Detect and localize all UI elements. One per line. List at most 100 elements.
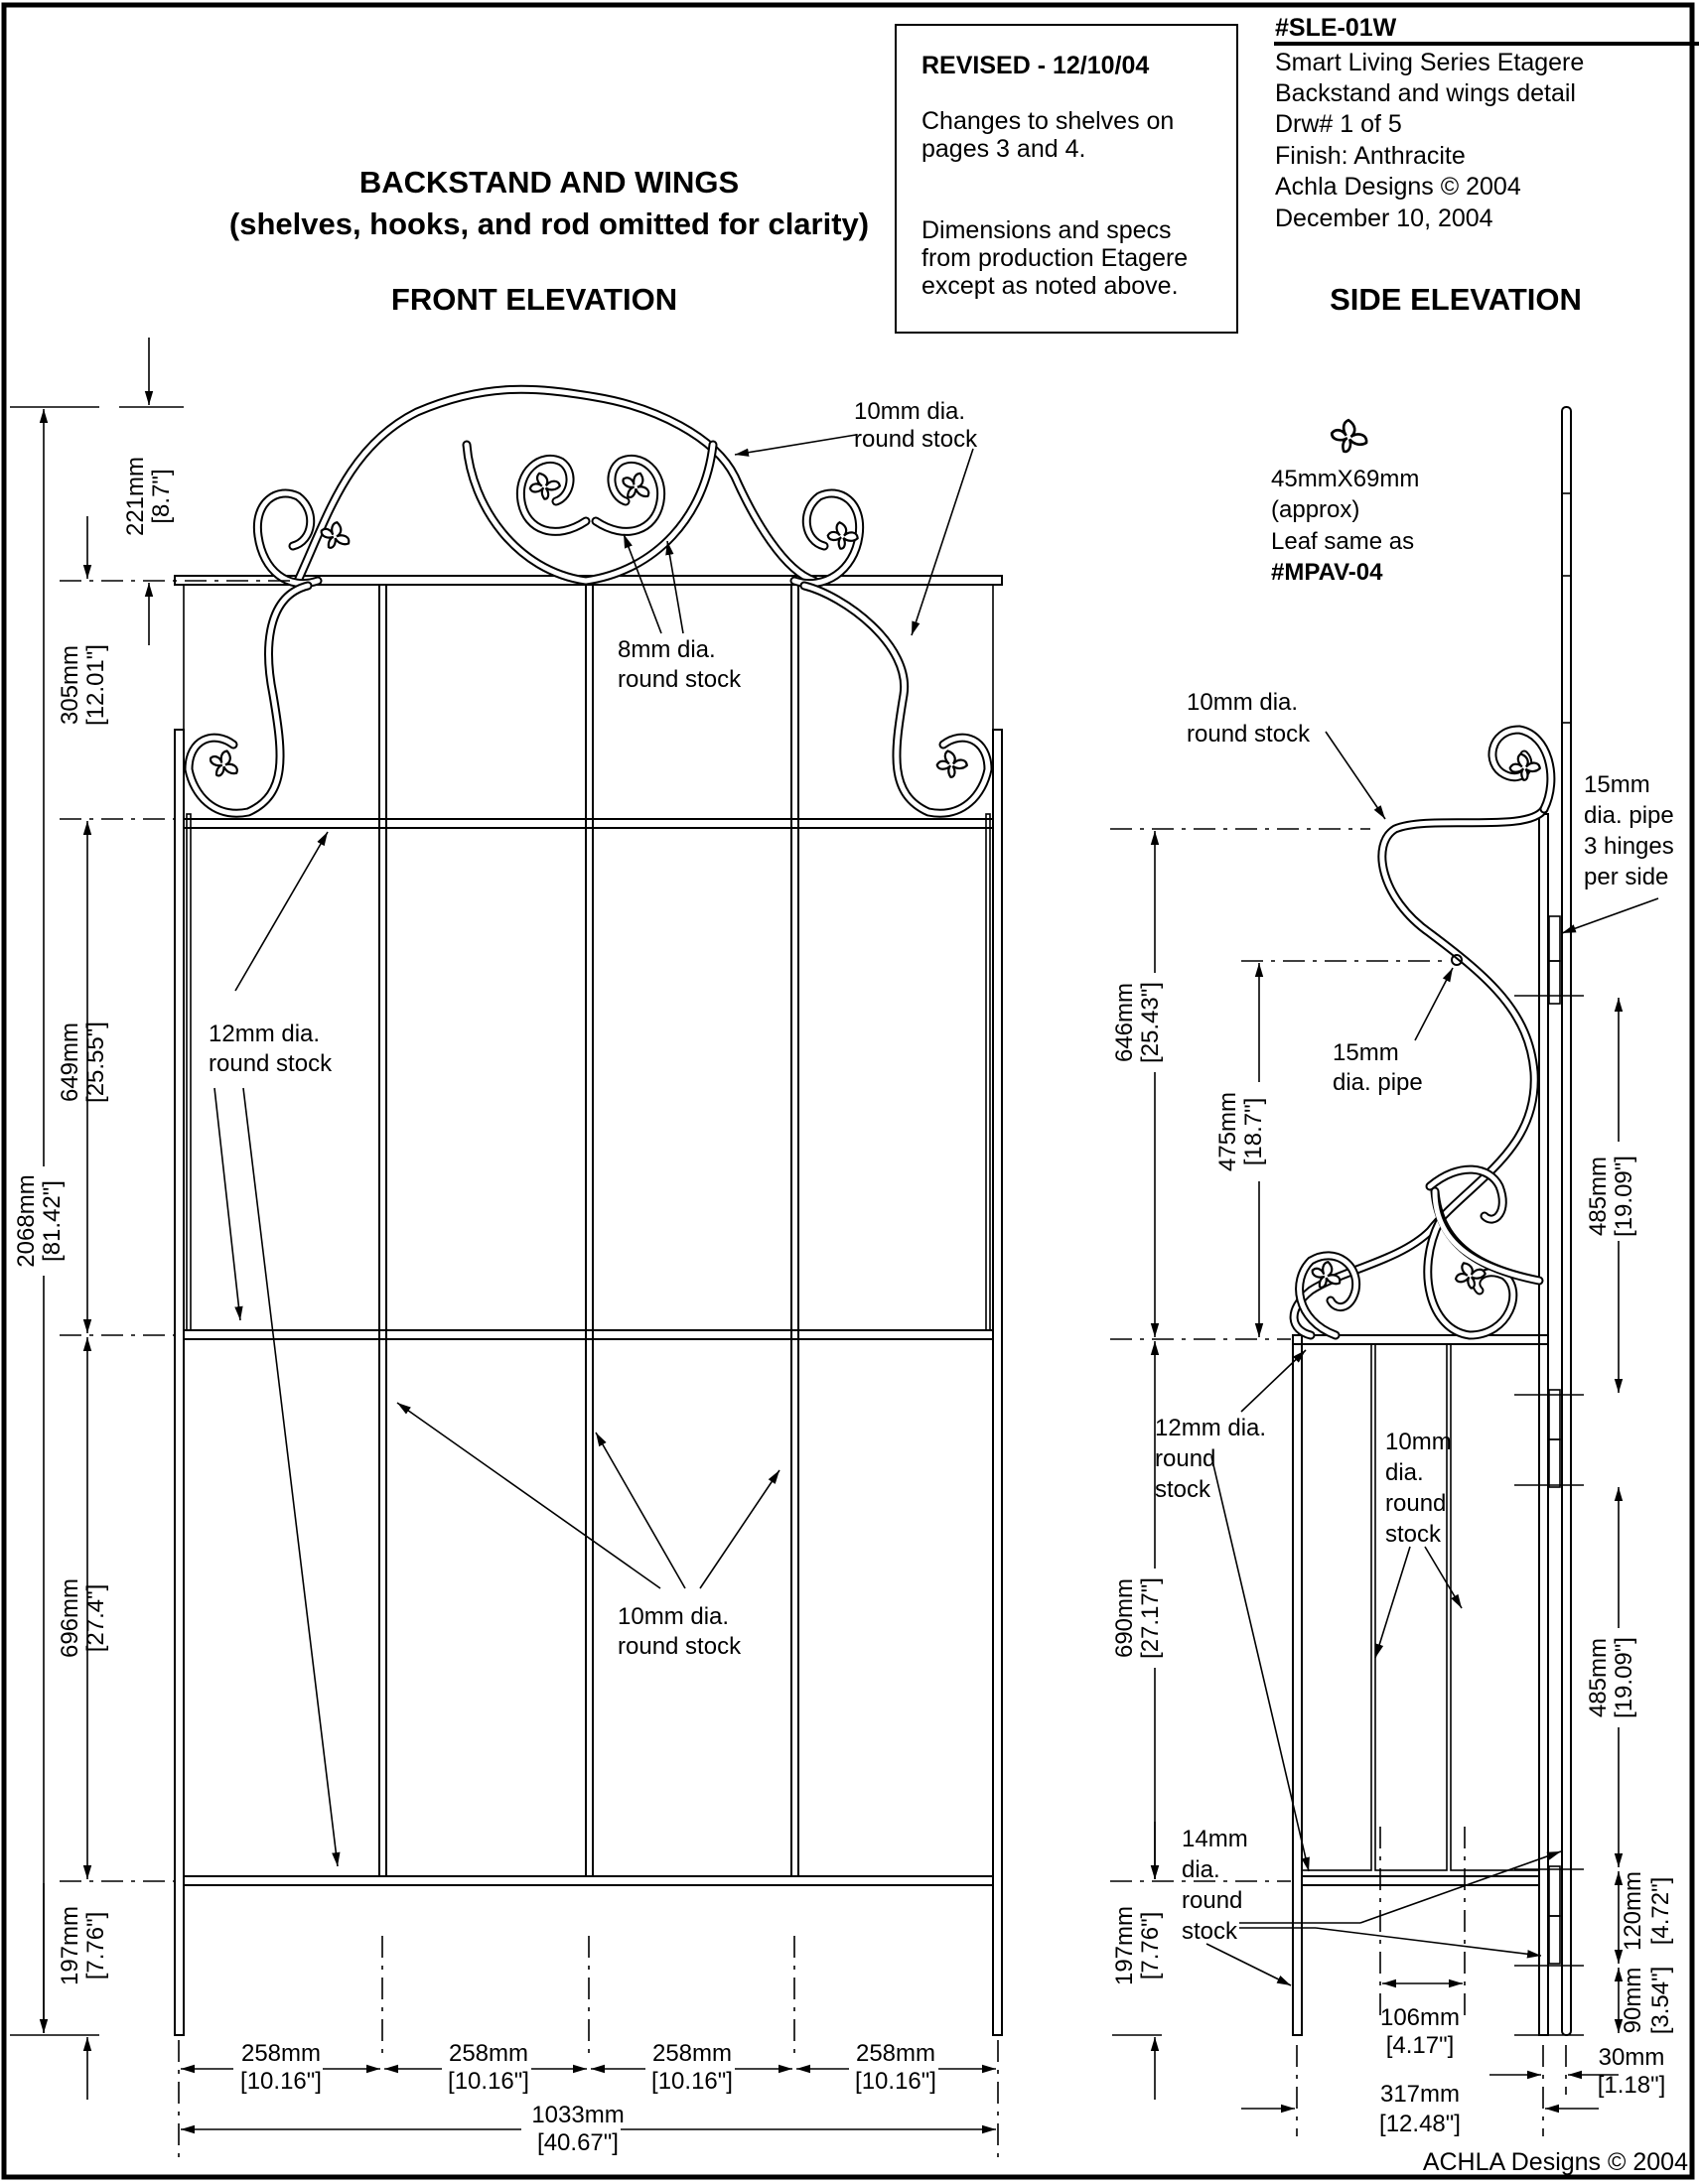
dim-label: [7.76"] xyxy=(82,1912,109,1980)
dim-label: 120mm xyxy=(1620,1871,1646,1951)
front-frame-posts xyxy=(174,729,1003,2036)
dim-label: [3.54"] xyxy=(1647,1967,1674,2035)
footer-copyright: ACHLA Designs © 2004 xyxy=(1423,2148,1688,2176)
dim-label: 258mm xyxy=(856,2040,935,2067)
callout-label: round stock xyxy=(209,1050,333,1077)
dim-label: 258mm xyxy=(241,2040,321,2067)
dim-label: 258mm xyxy=(449,2040,528,2067)
callout-label: dia. pipe xyxy=(1584,802,1674,829)
dim-label: 197mm xyxy=(1111,1906,1138,1985)
callout-label: per side xyxy=(1584,864,1668,890)
callout-label: stock xyxy=(1182,1918,1238,1945)
dim-label: [25.43"] xyxy=(1137,982,1164,1063)
revision-note-line: Changes to shelves on xyxy=(921,107,1174,135)
callout-label: 3 hinges xyxy=(1584,833,1674,860)
dim-label: [81.42"] xyxy=(39,1180,66,1262)
callout-label: 12mm dia. xyxy=(209,1021,320,1047)
front-elevation: 221mm [8.7"] 305mm [12.01"] 649mm [25.55… xyxy=(10,338,1003,2159)
leaf-ornament xyxy=(206,746,243,781)
revision-note-line: Dimensions and specs xyxy=(921,216,1172,244)
front-heading: BACKSTAND AND WINGS xyxy=(359,165,739,200)
dim-label: 475mm xyxy=(1214,1092,1241,1171)
title-line: Drw# 1 of 5 xyxy=(1275,110,1402,138)
callout-label: round xyxy=(1182,1887,1242,1914)
callout-label: 10mm dia. xyxy=(1187,689,1298,716)
callout-label: 14mm xyxy=(1182,1826,1248,1852)
title-line: Finish: Anthracite xyxy=(1275,142,1466,170)
dim-label: [12.48"] xyxy=(1379,2111,1461,2137)
callout-label: 10mm xyxy=(1385,1429,1452,1455)
dim-label: 197mm xyxy=(57,1906,83,1985)
front-callouts: 10mm dia. round stock 8mm dia. round sto… xyxy=(209,398,978,1867)
dim-label: [18.7"] xyxy=(1240,1098,1267,1166)
dim-label: 106mm xyxy=(1380,2004,1460,2031)
callout-label: round stock xyxy=(618,666,742,693)
dim-label: 221mm xyxy=(122,457,149,536)
dim-label: 690mm xyxy=(1111,1578,1138,1658)
callout-label: 10mm dia. xyxy=(854,398,965,425)
dim-label: 258mm xyxy=(652,2040,732,2067)
dim-label: 485mm xyxy=(1585,1638,1612,1717)
side-elevation: 45mmX69mm (approx) Leaf same as #MPAV-04 xyxy=(1110,406,1674,2137)
callout-label: round stock xyxy=(618,1633,742,1660)
callout-label: 15mm xyxy=(1333,1039,1399,1066)
dim-label: 30mm xyxy=(1599,2044,1665,2071)
leaf-reference-icon xyxy=(1330,418,1368,454)
front-horizontal-dimensions: 258mm [10.16"] 258mm [10.16"] 258mm [10.… xyxy=(181,2040,996,2156)
dim-label: [10.16"] xyxy=(855,2068,936,2095)
dim-label: 646mm xyxy=(1111,983,1138,1062)
callout-label: 10mm dia. xyxy=(618,1603,729,1630)
dim-label: [10.16"] xyxy=(651,2068,733,2095)
front-rails xyxy=(174,575,1003,1886)
leaf-reference: #MPAV-04 xyxy=(1271,559,1383,586)
leaf-ornament xyxy=(932,746,970,781)
dim-label: 305mm xyxy=(57,645,83,725)
callout-label: round stock xyxy=(1187,721,1311,748)
dim-label: [19.09"] xyxy=(1611,1637,1637,1718)
dim-label: [40.67"] xyxy=(537,2129,619,2156)
dim-label: [4.17"] xyxy=(1386,2032,1455,2059)
callout-label: round xyxy=(1155,1445,1215,1472)
callout-label: dia. xyxy=(1385,1459,1424,1486)
callout-label: stock xyxy=(1385,1521,1442,1548)
dim-label: 649mm xyxy=(57,1023,83,1102)
front-subheading: (shelves, hooks, and rod omitted for cla… xyxy=(229,206,869,241)
callout-label: 12mm dia. xyxy=(1155,1415,1266,1441)
callout-label: 15mm xyxy=(1584,771,1650,798)
dim-label: 485mm xyxy=(1585,1157,1612,1236)
dim-label: 2068mm xyxy=(13,1174,40,1267)
front-vertical-bars xyxy=(183,584,994,1877)
callout-label: round xyxy=(1385,1490,1446,1517)
leaf-note: 45mmX69mm xyxy=(1271,466,1419,492)
revision-note-line: pages 3 and 4. xyxy=(921,135,1085,163)
dim-label: [10.16"] xyxy=(448,2068,529,2095)
dim-label: 317mm xyxy=(1380,2081,1460,2108)
dim-label: [27.4"] xyxy=(82,1584,109,1653)
title-line: Achla Designs © 2004 xyxy=(1275,173,1521,201)
revision-box: REVISED - 12/10/04 Changes to shelves on… xyxy=(895,24,1238,334)
dim-label: [25.55"] xyxy=(82,1022,109,1103)
leaf-note: (approx) xyxy=(1271,496,1359,523)
callout-label: dia. xyxy=(1182,1856,1220,1883)
dim-label: [19.09"] xyxy=(1611,1156,1637,1237)
revision-note-line: from production Etagere xyxy=(921,244,1188,272)
revision-note-line: except as noted above. xyxy=(921,272,1179,300)
part-number: #SLE-01W xyxy=(1275,14,1397,42)
dim-label: [1.18"] xyxy=(1598,2072,1666,2099)
title-line: December 10, 2004 xyxy=(1275,205,1493,232)
front-extension-lines xyxy=(10,406,999,2159)
callout-label: round stock xyxy=(854,426,978,453)
front-view-title: FRONT ELEVATION xyxy=(391,282,677,317)
front-vertical-dimensions: 221mm [8.7"] 305mm [12.01"] 649mm [25.55… xyxy=(13,338,175,2100)
callout-label: stock xyxy=(1155,1476,1211,1503)
side-view-title: SIDE ELEVATION xyxy=(1330,282,1582,317)
dim-label: [8.7"] xyxy=(148,469,175,523)
pipe-section xyxy=(1451,954,1463,966)
title-line: Smart Living Series Etagere xyxy=(1275,49,1584,76)
leaf-note: Leaf same as xyxy=(1271,528,1414,555)
title-line: Backstand and wings detail xyxy=(1275,79,1576,107)
dim-label: 1033mm xyxy=(531,2102,624,2128)
callout-label: 8mm dia. xyxy=(618,636,716,663)
dim-label: 696mm xyxy=(57,1578,83,1658)
